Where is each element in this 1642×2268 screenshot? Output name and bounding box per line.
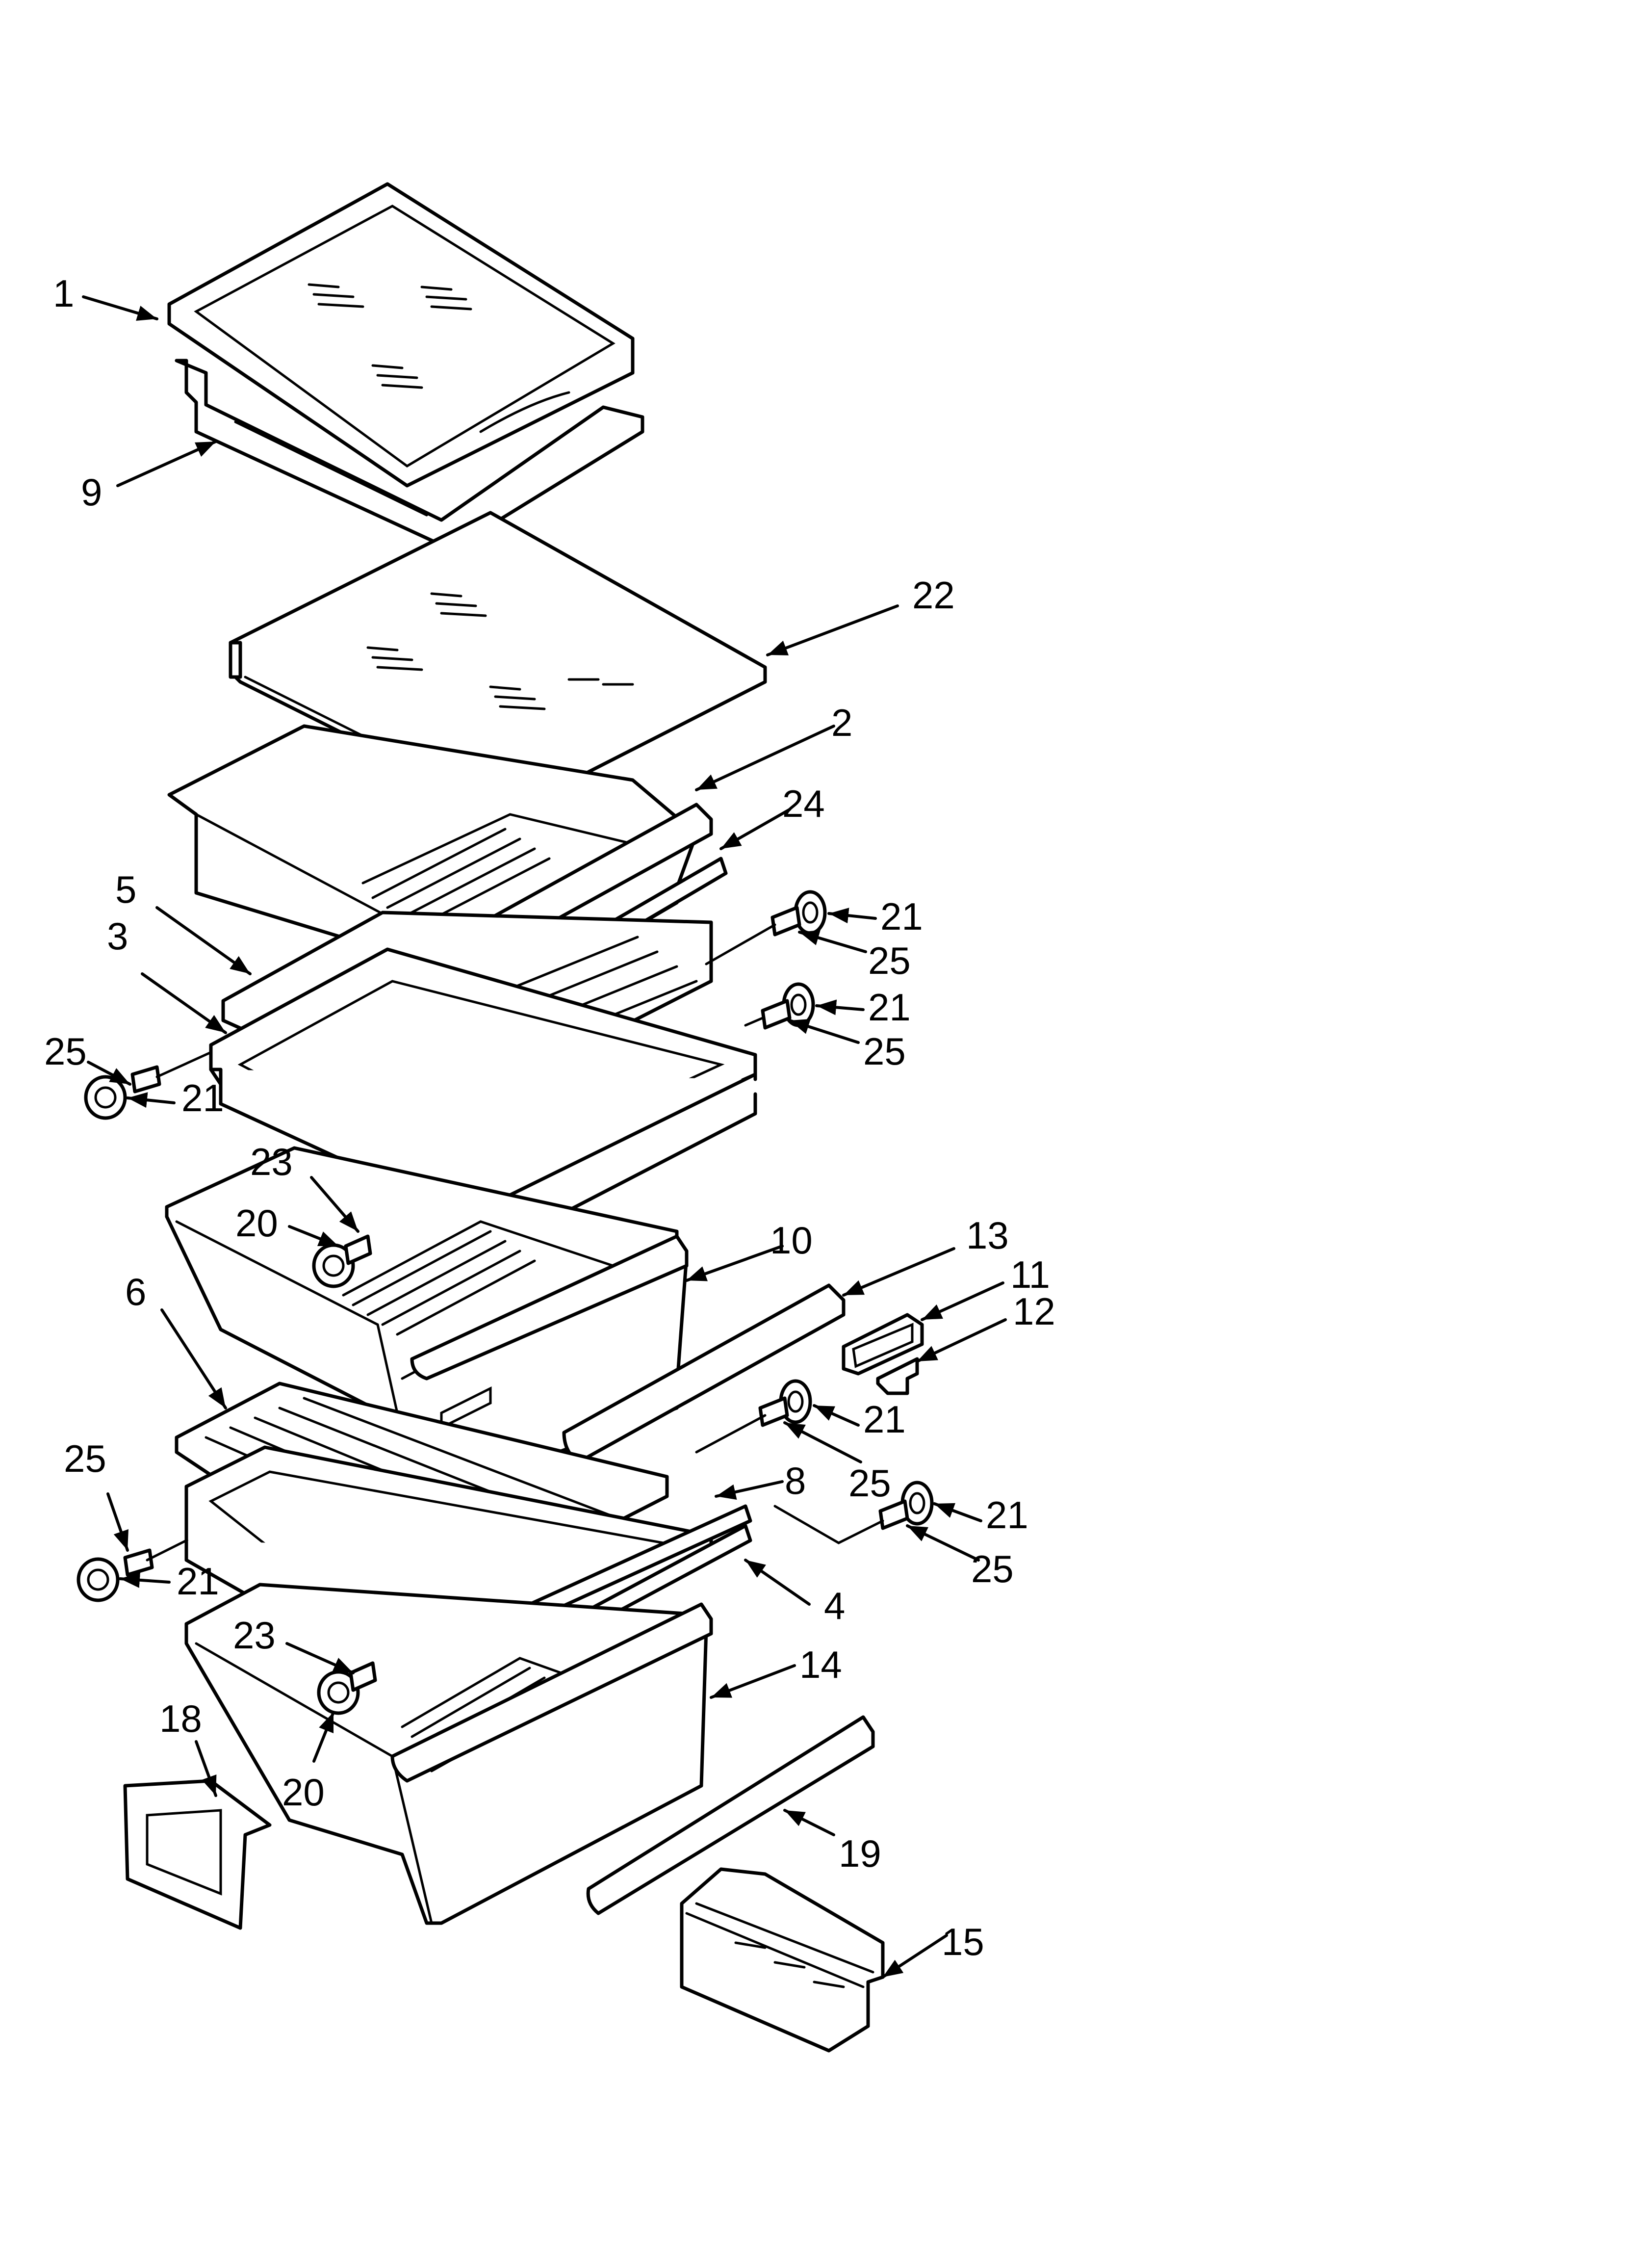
part-drawer-rail-19 xyxy=(586,1715,875,1915)
callout-20a: 20 xyxy=(235,1201,278,1245)
part-shelf-glass-top xyxy=(167,182,635,488)
wheel-21f xyxy=(77,1557,120,1602)
callout-10: 10 xyxy=(770,1219,813,1262)
callout-25d: 25 xyxy=(848,1461,891,1505)
bolt-25c xyxy=(130,1065,161,1094)
callout-3: 3 xyxy=(107,914,128,958)
wheel-21c xyxy=(84,1075,127,1120)
callout-21f: 21 xyxy=(177,1560,219,1603)
callout-14: 14 xyxy=(799,1643,842,1686)
callout-labels: 1 9 22 2 24 5 3 21 25 21 25 25 21 23 20 … xyxy=(44,272,1055,1963)
callout-15: 15 xyxy=(942,1920,984,1963)
callout-21d: 21 xyxy=(863,1398,906,1441)
callout-1: 1 xyxy=(53,272,74,315)
part-slide-bracket-12 xyxy=(876,1357,919,1395)
bolt-23b xyxy=(349,1661,377,1692)
callout-20b: 20 xyxy=(282,1771,325,1814)
callout-13: 13 xyxy=(966,1214,1009,1257)
callout-9: 9 xyxy=(81,470,102,514)
wheel-21a xyxy=(794,890,827,935)
leader-lines xyxy=(82,295,1007,1979)
callout-19: 19 xyxy=(839,1832,881,1875)
callout-21a: 21 xyxy=(880,895,923,938)
callout-18: 18 xyxy=(159,1697,202,1740)
part-label-holder-18 xyxy=(123,1779,272,1930)
callout-6: 6 xyxy=(125,1270,146,1313)
part-crisper-drawer-middle xyxy=(165,1146,689,1503)
bolt-23a xyxy=(344,1234,372,1265)
part-slide-cover-11 xyxy=(842,1313,924,1376)
part-crisper-drawer-lower xyxy=(184,1583,713,1925)
bolt-25e xyxy=(878,1499,909,1530)
callout-4: 4 xyxy=(824,1584,845,1627)
bolt-25f xyxy=(123,1548,154,1577)
callout-24: 24 xyxy=(782,782,825,825)
bolt-25b xyxy=(761,999,792,1030)
callout-23b: 23 xyxy=(233,1614,276,1657)
callout-23a: 23 xyxy=(250,1140,293,1183)
callout-11: 11 xyxy=(1010,1253,1050,1296)
callout-8: 8 xyxy=(785,1459,806,1502)
bolt-25a xyxy=(770,906,801,937)
callout-12: 12 xyxy=(1013,1290,1055,1333)
callout-21c: 21 xyxy=(181,1076,224,1120)
part-shelf-frame-top xyxy=(175,359,644,551)
callout-21b: 21 xyxy=(868,986,911,1029)
callout-22: 22 xyxy=(912,574,955,617)
callout-25e: 25 xyxy=(971,1547,1014,1590)
callout-25f: 25 xyxy=(64,1437,106,1480)
callout-2: 2 xyxy=(831,701,852,744)
callout-25a: 25 xyxy=(868,939,911,982)
bolt-25d xyxy=(758,1396,789,1427)
callout-25b: 25 xyxy=(863,1030,906,1073)
callout-25c: 25 xyxy=(44,1030,87,1073)
part-dairy-bin-15 xyxy=(680,1867,885,2053)
callout-5: 5 xyxy=(115,868,136,911)
connector-lines xyxy=(146,923,884,1562)
callout-21e: 21 xyxy=(986,1493,1028,1537)
